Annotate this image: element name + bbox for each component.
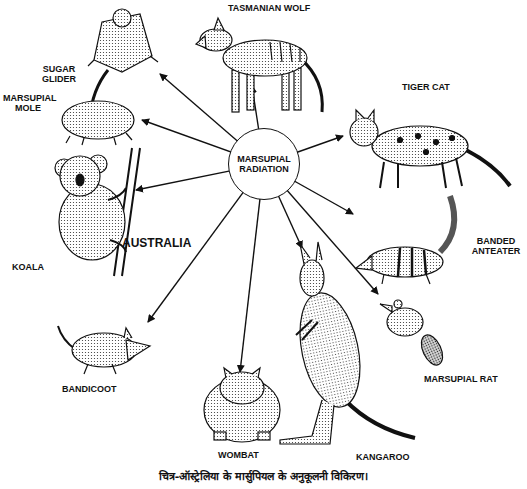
koala-figure: [55, 148, 140, 276]
animal-label: SUGAR GLIDER: [34, 64, 84, 84]
region-label: AUSTRALIA: [122, 236, 191, 250]
center-circle: MARSUPIAL RADIATION: [228, 128, 300, 200]
figure-caption: चित्र-ऑस्ट्रेलिया के मार्सुपियल के अनुकू…: [20, 468, 507, 483]
wombat-figure: [204, 368, 280, 442]
node-text: MARSUPIAL RADIATION: [235, 154, 293, 174]
marsupial-mole-figure: [62, 101, 134, 145]
bandicoot-figure: [58, 326, 150, 374]
tasmanian-wolf-figure: [196, 18, 322, 112]
tiger-cat-figure: [350, 110, 510, 188]
banded-anteater-figure: [356, 196, 454, 284]
animal-label: WOMBAT: [218, 450, 259, 460]
animal-label: KOALA: [12, 262, 44, 272]
animal-label: MARSUPIAL RAT: [424, 374, 498, 384]
marsupial-rat-figure: [380, 300, 447, 368]
animal-label: BANDICOOT: [62, 384, 117, 394]
animal-label: TIGER CAT: [402, 82, 450, 92]
animal-label: BANDED ANTEATER: [470, 236, 522, 256]
animal-label: KANGAROO: [356, 452, 410, 462]
animal-label: TASMANIAN WOLF: [228, 3, 310, 13]
animal-label: MARSUPIAL MOLE: [3, 93, 53, 113]
